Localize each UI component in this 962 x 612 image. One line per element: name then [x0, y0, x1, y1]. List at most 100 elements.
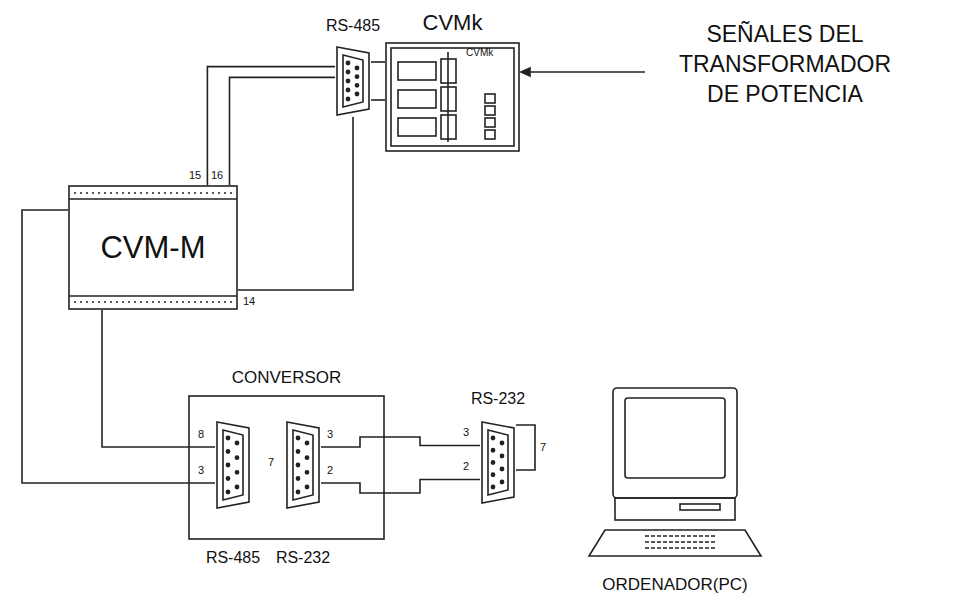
key-button: [485, 106, 495, 115]
connector-pin: [346, 97, 349, 100]
db9-connector-outline: [335, 45, 371, 117]
monitor-case: [613, 388, 737, 498]
computer-outline: [585, 380, 765, 595]
db9-connector-outline: [285, 420, 321, 510]
shape-outline: [69, 186, 237, 309]
connector-pin: [296, 450, 299, 453]
pin-number: 16: [211, 169, 223, 181]
connector-pin: [346, 79, 349, 82]
shape-outline: [287, 422, 319, 508]
shape-outline: [337, 47, 369, 115]
keyboard-keys: [645, 541, 715, 543]
display-window: [398, 62, 436, 80]
connector-pin: [235, 485, 238, 488]
db9-connector-outline: [480, 420, 516, 505]
heading-label: RS-485: [326, 17, 380, 35]
connector-pin: [355, 84, 358, 87]
connector-pin: [491, 449, 494, 452]
connector-pin: [305, 471, 308, 474]
device-inner-border: [391, 48, 514, 146]
connector-stub: [371, 61, 385, 63]
connector-pin: [296, 436, 299, 439]
module-border: [69, 186, 237, 309]
shape-outline: [217, 422, 249, 508]
connector-pin: [500, 454, 503, 457]
meter-device-outline: [385, 42, 520, 152]
keyboard-keys: [645, 535, 715, 537]
pin-number: 8: [198, 428, 204, 440]
device-border: [386, 43, 519, 151]
keyboard-keys: [645, 547, 715, 549]
connector-pin: [491, 461, 494, 464]
pin-number: 2: [463, 460, 469, 472]
disk-slot: [680, 504, 720, 510]
db9-connector: RS-485: [215, 420, 251, 510]
shape-outline: [589, 388, 761, 556]
wire: [102, 310, 215, 447]
terminal-strip: [69, 198, 237, 200]
db9-connector-outline: [215, 420, 251, 510]
terminal-screws: [74, 301, 232, 303]
connector-pin: [491, 473, 494, 476]
shape-outline: [482, 422, 514, 503]
signal-source-label: SEÑALES DEL TRANSFORMADOR DE POTENCIA: [660, 20, 910, 110]
connector-pin: [226, 490, 229, 493]
shape-outline: [386, 43, 519, 151]
pc-cable-loop: [516, 425, 535, 470]
computer: ORDENADOR(PC): [585, 380, 765, 595]
connector-shell: [337, 47, 369, 115]
connector-pin: [235, 441, 238, 444]
device-label: CVMk: [466, 47, 493, 58]
heading-label: CVMk: [423, 10, 483, 36]
connector-pin: [491, 436, 494, 439]
shape-outline: [189, 396, 384, 539]
computer-base: [615, 498, 735, 520]
db9-connector: RS-232: [285, 420, 321, 510]
connector-pin: [355, 92, 358, 95]
terminal-strip: [69, 295, 237, 297]
connector-shell: [217, 422, 249, 508]
connector-pin: [305, 456, 308, 459]
meter-device: CVMk: [385, 42, 520, 152]
display-window: [398, 118, 436, 136]
pin-number: 7: [268, 456, 274, 468]
wire: [321, 480, 480, 494]
display-window: [398, 90, 436, 108]
heading-label: CONVERSOR: [232, 368, 342, 388]
box-border: [189, 396, 384, 539]
pin-number: 3: [463, 426, 469, 438]
wire: [238, 117, 353, 290]
pin-number: 2: [327, 464, 333, 476]
connector-pin: [500, 467, 503, 470]
connector-face: [488, 430, 508, 495]
connector-pin: [305, 441, 308, 444]
connector-pin: [355, 66, 358, 69]
connector-pin: [235, 471, 238, 474]
connector-pin: [500, 441, 503, 444]
pin-number: 14: [243, 295, 255, 307]
connector-pin: [500, 480, 503, 483]
connector-shell: [482, 422, 514, 503]
connector-pin: [226, 477, 229, 480]
wire: [321, 437, 480, 447]
db9-connector: RS-232: [480, 420, 516, 505]
pin-number: 3: [198, 464, 204, 476]
wire: [207, 67, 335, 185]
wire: [22, 210, 215, 483]
heading-label: RS-232: [471, 390, 525, 408]
heading-label: RS-232: [276, 549, 330, 567]
key-button: [485, 130, 495, 139]
connector-face: [343, 55, 363, 107]
connector-pin: [355, 75, 358, 78]
caption-label: ORDENADOR(PC): [602, 575, 747, 595]
keyboard: [589, 530, 761, 556]
connector-pin: [346, 61, 349, 64]
pin-number: 15: [189, 169, 201, 181]
connector-pin: [296, 463, 299, 466]
slider-rail: [447, 52, 449, 142]
connector-pin: [305, 485, 308, 488]
db9-connector: RS-485: [335, 45, 371, 117]
connector-pin: [346, 88, 349, 91]
connector-pin: [491, 485, 494, 488]
